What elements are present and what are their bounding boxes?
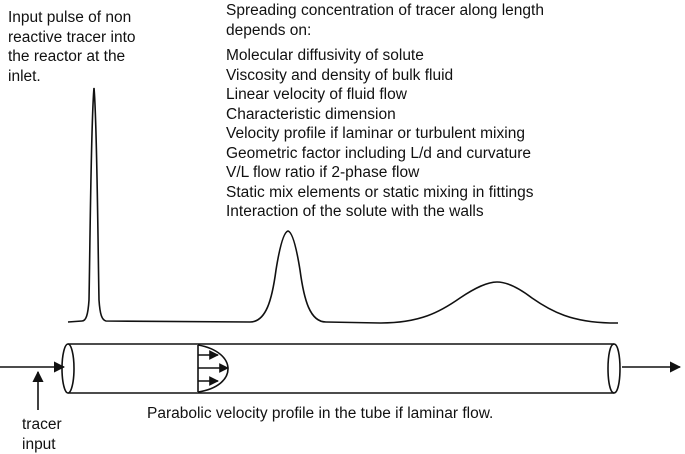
factor-list: Molecular diffusivity of solute Viscosit… — [226, 46, 534, 222]
tube-outlet-end — [607, 343, 621, 394]
factor-item: Characteristic dimension — [226, 105, 396, 123]
factor-item: Molecular diffusivity of solute — [226, 47, 424, 64]
tracer-label-line: input — [22, 435, 56, 453]
factor-item: Viscosity and density of bulk fluid — [226, 66, 454, 84]
inlet-note-line: Input pulse of non — [8, 9, 132, 26]
factor-item: Static mix elements or static mixing in … — [226, 183, 534, 201]
concentration-curve — [67, 87, 618, 324]
tube-body — [68, 343, 614, 394]
velocity-profile-caption: Parabolic velocity profile in the tube i… — [147, 405, 494, 422]
factor-item: Interaction of the solute with the walls — [226, 203, 484, 220]
tracer-input-label: tracer input — [22, 415, 62, 454]
spreading-heading-line: depends on: — [226, 21, 312, 39]
spreading-heading-line: Spreading concentration of tracer along … — [226, 2, 544, 19]
inlet-note-line: inlet. — [8, 67, 41, 85]
tube-inlet-end — [61, 343, 75, 394]
inlet-note-line: the reactor at the — [8, 48, 126, 65]
factor-item: Velocity profile if laminar or turbulent… — [226, 125, 525, 142]
factor-item: Linear velocity of fluid flow — [226, 86, 407, 103]
spreading-heading: Spreading concentration of tracer along … — [226, 1, 544, 40]
factor-item: V/L flow ratio if 2-phase flow — [226, 164, 420, 181]
tracer-label-line: tracer — [22, 416, 62, 433]
inlet-pulse-note: Input pulse of non reactive tracer into … — [8, 8, 136, 86]
factor-item: Geometric factor including L/d and curva… — [226, 144, 531, 162]
inlet-note-line: reactive tracer into — [8, 28, 136, 46]
